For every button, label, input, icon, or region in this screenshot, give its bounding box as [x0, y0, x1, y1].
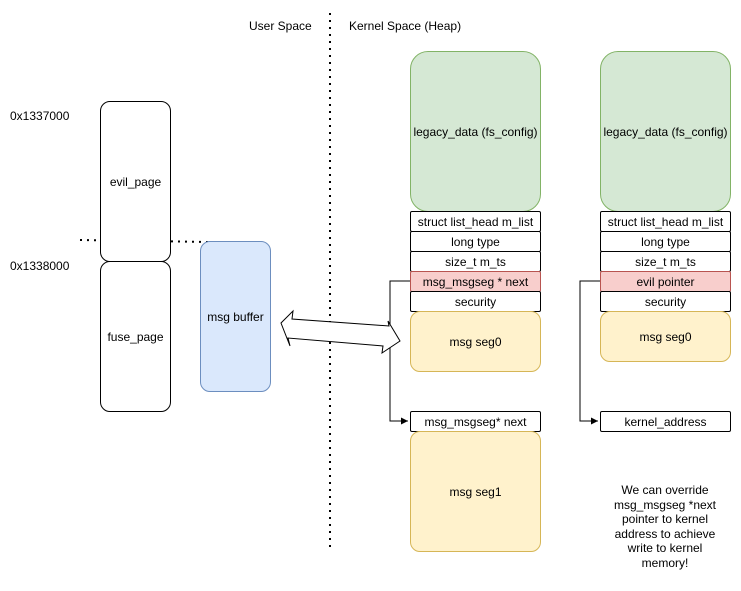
fuse-page-box: fuse_page: [100, 261, 171, 412]
next-pointer-connector: [389, 280, 410, 425]
legacy-data-box-right: legacy_data (fs_config): [600, 51, 731, 212]
list-head-field: struct list_head m_list: [410, 211, 541, 232]
address-label-1337000: 0x1337000: [10, 109, 70, 123]
kernel-address-field: kernel_address: [600, 411, 731, 432]
security-field-right: security: [600, 291, 731, 312]
evil-pointer-field: evil pointer: [600, 271, 731, 292]
size-t-field-right: size_t m_ts: [600, 251, 731, 272]
msg-buffer-box: msg buffer: [200, 241, 271, 392]
user-space-heading: User Space: [249, 19, 312, 33]
msg-seg1-box: msg seg1: [410, 431, 541, 552]
explanation-note: We can override msg_msgseg *next pointer…: [613, 483, 717, 570]
evil-page-box: evil_page: [100, 101, 171, 262]
double-arrow-icon: [280, 309, 401, 355]
long-type-field: long type: [410, 231, 541, 252]
msg-seg0-box: msg seg0: [410, 311, 541, 372]
msg-seg0-box-right: msg seg0: [600, 311, 731, 362]
evil-pointer-connector: [579, 280, 600, 425]
legacy-data-box: legacy_data (fs_config): [410, 51, 541, 212]
list-head-field-right: struct list_head m_list: [600, 211, 731, 232]
size-t-field: size_t m_ts: [410, 251, 541, 272]
kernel-space-heading: Kernel Space (Heap): [349, 19, 462, 33]
next-pointer-field: msg_msgseg * next: [410, 271, 541, 292]
address-label-1338000: 0x1338000: [10, 259, 70, 273]
security-field: security: [410, 291, 541, 312]
seg-next-field: msg_msgseg* next: [410, 411, 541, 432]
long-type-field-right: long type: [600, 231, 731, 252]
